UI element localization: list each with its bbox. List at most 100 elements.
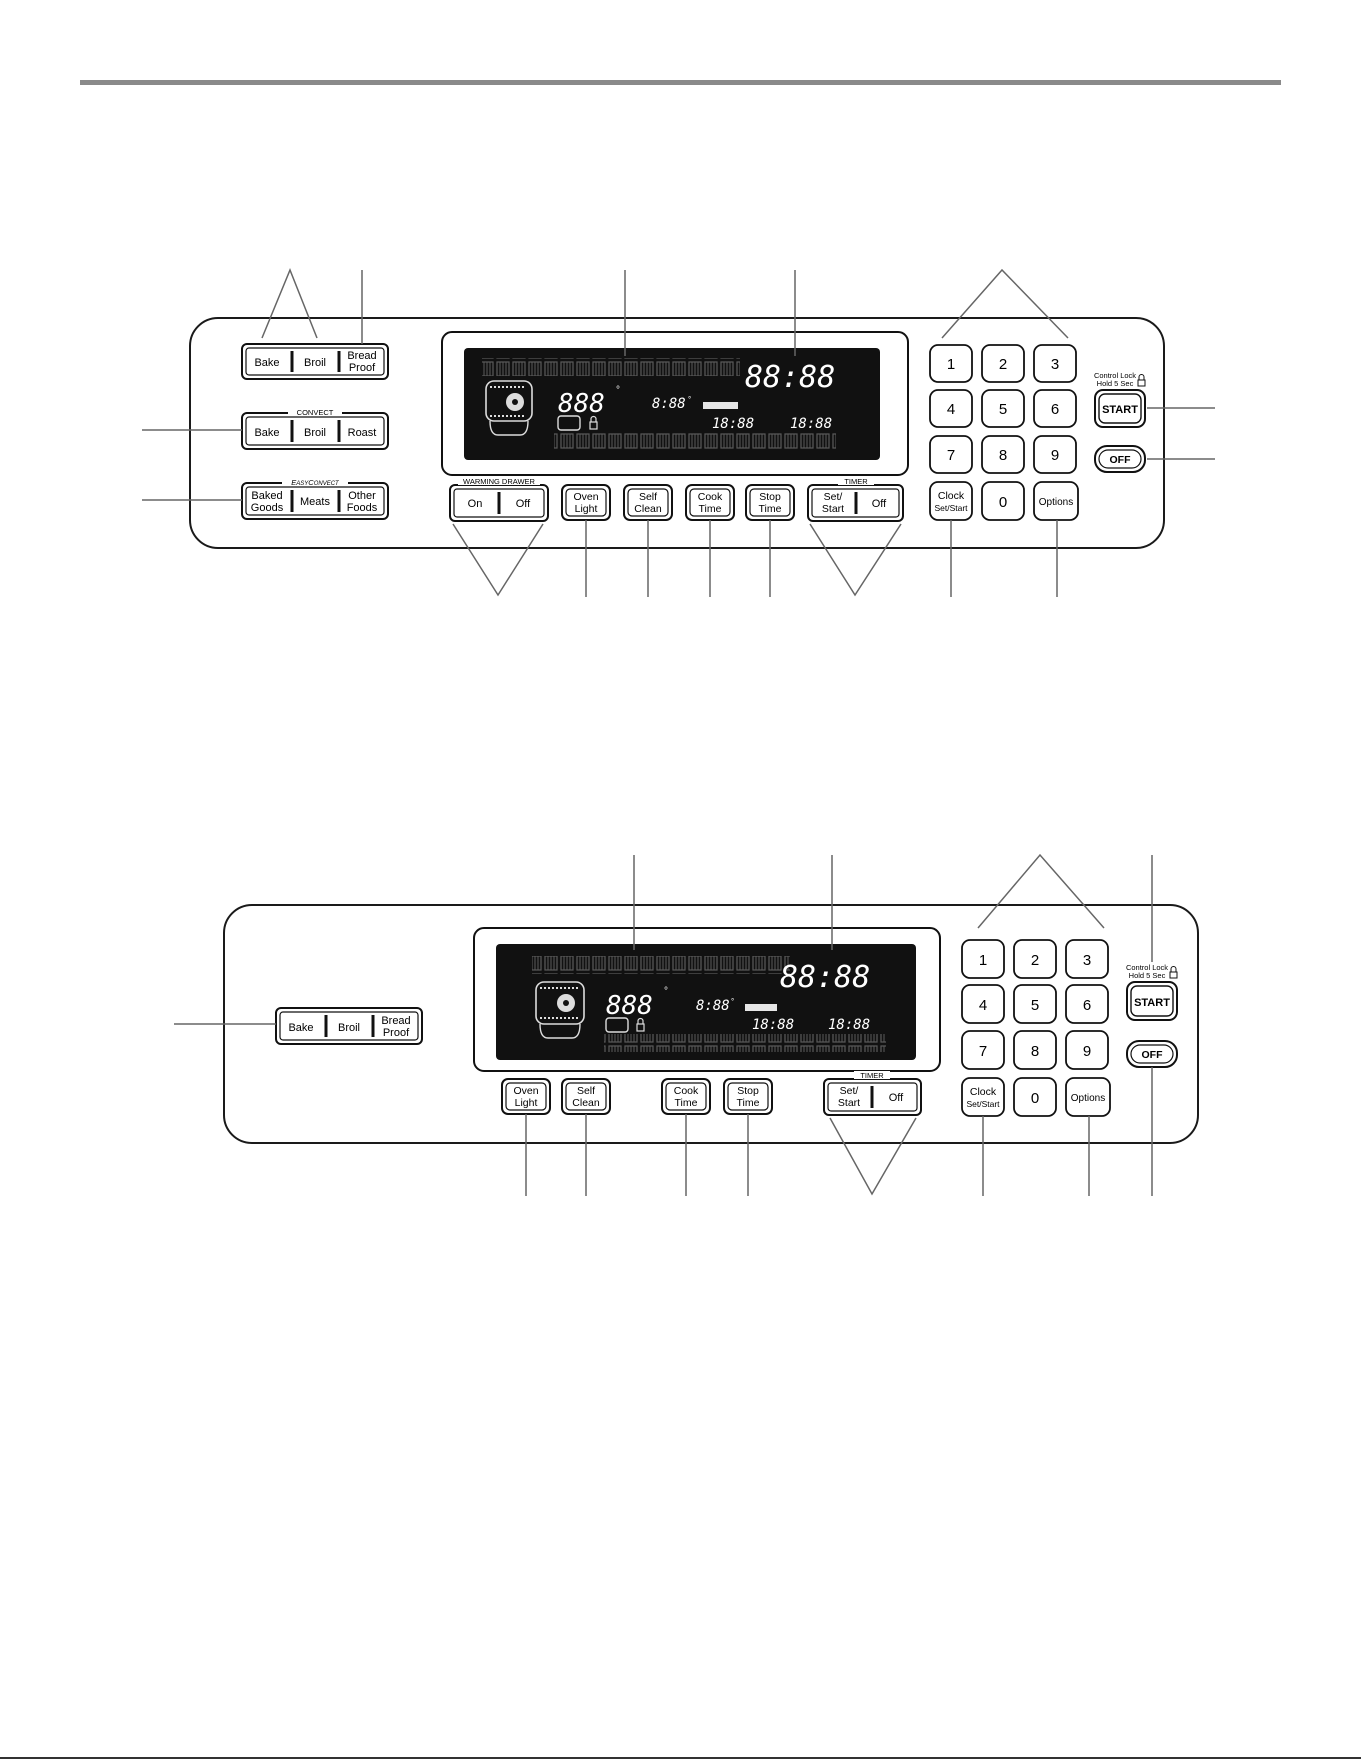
broil-button[interactable]: Broil [304,357,326,369]
key-1-2-label: 1 [979,952,987,969]
key-9-2[interactable]: 9 [1065,1030,1109,1070]
start-2-label: START [1134,997,1170,1009]
cook-time-2-label-1: Cook [674,1085,699,1097]
lcd-clock: 88:88 [745,360,835,395]
lcd-small-degree-2: ° [731,997,734,1006]
control-lock-label-2: Hold 5 Sec [1097,379,1134,388]
warming-on-button[interactable]: On [468,498,483,510]
key-3-2[interactable]: 3 [1065,939,1109,979]
key-1[interactable]: 1 [929,344,973,383]
convect-bake-button[interactable]: Bake [254,427,279,439]
self-clean-button-2[interactable]: Self Clean [561,1078,611,1115]
control-lock-2-label-2: Hold 5 Sec [1129,971,1166,980]
timer-set-start-line2[interactable]: Start [822,503,844,515]
callout-lines-panel-1 [142,267,1215,597]
timer-set-start-2-line2[interactable]: Start [838,1097,860,1109]
key-6-2[interactable]: 6 [1065,984,1109,1024]
lcd-clock-2: 88:88 [780,960,870,995]
other-foods-button-line1[interactable]: Other [348,490,376,502]
other-foods-button-line2[interactable]: Foods [347,502,378,514]
convect-roast-button[interactable]: Roast [348,427,377,439]
broil-button-2[interactable]: Broil [338,1022,360,1034]
key-8-2[interactable]: 8 [1013,1030,1057,1070]
panel-1: Bake Broil Bread Proof CONVECT Bake Broi… [142,267,1215,597]
cook-time-button[interactable]: Cook Time [685,484,735,521]
key-7[interactable]: 7 [929,435,973,474]
baked-goods-button-line1[interactable]: Baked [251,490,282,502]
oven-light-button-2[interactable]: Oven Light [501,1078,551,1115]
bread-proof-button-line2[interactable]: Proof [349,362,376,374]
bake-button-2[interactable]: Bake [288,1022,313,1034]
key-9[interactable]: 9 [1033,435,1077,474]
start-button-2[interactable]: START [1126,981,1178,1021]
key-0[interactable]: 0 [981,481,1025,521]
key-8[interactable]: 8 [981,435,1025,474]
timer-label: TIMER [844,477,868,486]
meats-button[interactable]: Meats [300,496,330,508]
key-2[interactable]: 2 [981,344,1025,383]
options-label: Options [1039,497,1073,508]
oven-light-label-1: Oven [573,491,598,503]
bake-button[interactable]: Bake [254,357,279,369]
key-5[interactable]: 5 [981,389,1025,428]
control-lock-2-label-1: Control Lock [1126,963,1168,972]
stop-time-2-label-2: Time [737,1097,760,1109]
key-7-2[interactable]: 7 [961,1030,1005,1070]
self-clean-2-label-2: Clean [572,1097,600,1109]
bread-proof-button-line1[interactable]: Bread [347,350,376,362]
start-button[interactable]: START [1094,389,1146,428]
timer-off-button[interactable]: Off [872,498,887,510]
lcd-small-degree: ° [688,395,691,404]
bread-proof-2-line2[interactable]: Proof [383,1027,410,1039]
key-0-2[interactable]: 0 [1013,1077,1057,1117]
convect-broil-button[interactable]: Broil [304,427,326,439]
bake-button-group-2: Bake Broil Bread Proof [275,1007,423,1045]
stop-time-label-2: Time [759,503,782,515]
lock-icon [1137,374,1146,387]
key-7-label: 7 [947,447,955,464]
bread-proof-2-line1[interactable]: Bread [381,1015,410,1027]
oven-light-label-2: Light [575,503,598,515]
clock-2-label-1: Clock [970,1086,997,1098]
timer-label-2: TIMER [860,1071,884,1080]
key-2-2-label: 2 [1031,952,1039,969]
stop-time-button[interactable]: Stop Time [745,484,795,521]
warming-drawer-label: WARMING DRAWER [463,477,536,486]
lcd-small-temp-2: 8:88 [696,998,730,1014]
key-6[interactable]: 6 [1033,389,1077,428]
key-9-2-label: 9 [1083,1043,1091,1060]
timer-set-start-2-line1[interactable]: Set/ [840,1085,859,1097]
self-clean-button[interactable]: Self Clean [623,484,673,521]
lcd-lock-icon-2 [636,1017,645,1032]
warming-drawer-group: WARMING DRAWER On Off [449,477,549,522]
stop-time-button-2[interactable]: Stop Time [723,1078,773,1115]
options-button-2[interactable]: Options [1065,1077,1111,1117]
key-2-2[interactable]: 2 [1013,939,1057,979]
timer-set-start-line1[interactable]: Set/ [824,491,843,503]
off-button-2[interactable]: OFF [1126,1040,1178,1068]
timer-off-button-2[interactable]: Off [889,1092,904,1104]
key-4-2[interactable]: 4 [961,984,1005,1024]
key-4[interactable]: 4 [929,389,973,428]
key-1-2[interactable]: 1 [961,939,1005,979]
self-clean-label-1: Self [639,491,657,503]
oven-light-button[interactable]: Oven Light [561,484,611,521]
baked-goods-button-line2[interactable]: Goods [251,502,284,514]
warming-off-button[interactable]: Off [516,498,531,510]
cook-time-label-2: Time [699,503,722,515]
key-3[interactable]: 3 [1033,344,1077,383]
start-label: START [1102,404,1138,416]
options-button[interactable]: Options [1033,481,1079,521]
key-6-2-label: 6 [1083,997,1091,1014]
lcd-temperature: 888 [558,389,605,419]
off-button[interactable]: OFF [1094,445,1146,473]
lcd-indicator-box-2 [605,1017,629,1033]
lcd-display: 88:88 888 ° 8:88 ° 18:88 18:88 [464,348,880,460]
self-clean-label-2: Clean [634,503,662,515]
lcd-time-b: 18:88 [790,416,832,432]
easyconvect-button-group: EASYCONVECT Baked Goods Meats Other Food… [241,478,389,520]
cook-time-button-2[interactable]: Cook Time [661,1078,711,1115]
key-5-2[interactable]: 5 [1013,984,1057,1024]
